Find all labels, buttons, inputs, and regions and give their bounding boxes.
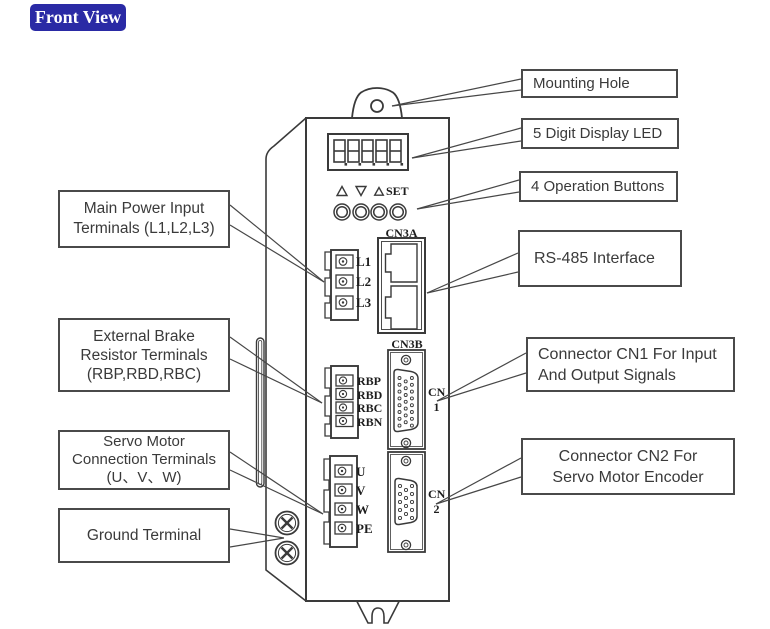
cn1-panel	[387, 349, 426, 450]
terminal-label-l3: L3	[356, 295, 372, 310]
cn1-leader	[436, 352, 527, 402]
cn3b-label: CN3B	[391, 337, 423, 351]
callout-line: Connection Terminals	[72, 451, 216, 468]
callout-line: 5 Digit Display LED	[533, 124, 663, 142]
up-arrow-icon	[335, 185, 349, 197]
callout-line: External Brake	[93, 327, 195, 345]
terminal-label-l2: L2	[356, 274, 372, 289]
bottom-tab	[356, 601, 400, 624]
mounting-hole-leader	[391, 78, 522, 107]
dsub-cn2	[394, 477, 418, 526]
rs485-leader	[426, 252, 519, 294]
mounting-tab	[351, 87, 403, 119]
callout-cn1-connector: Connector CN1 For Input And Output Signa…	[526, 337, 735, 392]
motor-leader	[229, 451, 324, 515]
display-leader	[411, 127, 522, 159]
dsub-cn1	[393, 368, 419, 433]
ground-screws	[274, 510, 300, 566]
callout-line: Main Power Input	[83, 200, 205, 217]
cn1-pins	[397, 376, 414, 428]
brake-leader	[229, 336, 323, 404]
callout-cn2-connector: Connector CN2 For Servo Motor Encoder	[521, 438, 735, 495]
cn1-number: 1	[433, 400, 440, 414]
callout-line: RS-485 Interface	[534, 249, 655, 267]
cn2-number: 2	[433, 502, 440, 516]
callout-line: Servo Motor Encoder	[552, 468, 704, 486]
side-panel	[265, 117, 307, 602]
terminal-label-l1: L1	[356, 254, 372, 269]
set-button-label: SET	[386, 184, 409, 198]
seven-segment-digits	[333, 139, 404, 166]
terminal-label-rbp: RBP	[357, 374, 381, 388]
mounting-hole-icon	[370, 99, 384, 113]
ground-leader	[229, 528, 285, 548]
callout-line: (U、V、W)	[106, 469, 182, 486]
brake-terminal-block	[324, 365, 359, 439]
callout-line: (RBP,RBD,RBC)	[86, 365, 202, 383]
cn1-label: CN	[428, 385, 446, 399]
rj45-cn3a	[377, 237, 426, 334]
callout-main-power-terminals: Main Power Input Terminals (L1,L2,L3)	[58, 190, 230, 248]
callout-rs485-interface: RS-485 Interface	[518, 230, 682, 287]
callout-line: 4 Operation Buttons	[531, 177, 665, 195]
rj45-jack-top	[384, 243, 418, 283]
callout-servo-motor-terminals: Servo Motor Connection Terminals (U、V、W)	[58, 430, 230, 490]
callout-line: Resistor Terminals	[80, 346, 208, 364]
up-arrow-small-icon	[373, 186, 385, 196]
power-terminal-block	[324, 249, 359, 321]
motor-terminal-block	[323, 455, 358, 548]
terminal-label-rbd: RBD	[357, 388, 383, 402]
callout-line: Mounting Hole	[533, 74, 630, 92]
cn2-pins	[397, 483, 415, 521]
power-leader	[229, 204, 325, 283]
button-circles	[333, 203, 407, 221]
operation-buttons	[333, 185, 407, 221]
callout-operation-buttons: 4 Operation Buttons	[519, 171, 678, 202]
terminal-label-rbc: RBC	[357, 401, 383, 415]
terminal-label-v: V	[356, 483, 366, 498]
terminal-label-w: W	[356, 502, 369, 517]
led-display	[327, 133, 409, 171]
callout-line: Servo Motor	[103, 433, 185, 450]
callout-display-led: 5 Digit Display LED	[521, 118, 679, 149]
callout-brake-resistor-terminals: External Brake Resistor Terminals (RBP,R…	[58, 318, 230, 392]
cn2-label: CN	[428, 487, 446, 501]
buttons-leader	[416, 179, 520, 210]
callout-line: And Output Signals	[538, 366, 676, 384]
callout-line: Terminals (L1,L2,L3)	[73, 220, 215, 237]
callout-ground-terminal: Ground Terminal	[58, 508, 230, 563]
rj45-jack-bottom	[384, 285, 418, 330]
callout-line: Connector CN1 For Input	[538, 345, 717, 363]
cn2-panel	[387, 451, 426, 553]
terminal-label-rbn: RBN	[357, 415, 383, 429]
callout-line: Ground Terminal	[86, 526, 202, 544]
terminal-label-pe: PE	[356, 521, 373, 536]
cn2-leader	[435, 457, 522, 505]
front-view-badge: Front View	[30, 4, 126, 31]
down-arrow-icon	[354, 185, 368, 197]
callout-line: Connector CN2 For	[558, 447, 698, 465]
cn3a-label: CN3A	[385, 226, 418, 240]
callout-mounting-hole: Mounting Hole	[521, 69, 678, 98]
terminal-label-u: U	[356, 464, 366, 479]
